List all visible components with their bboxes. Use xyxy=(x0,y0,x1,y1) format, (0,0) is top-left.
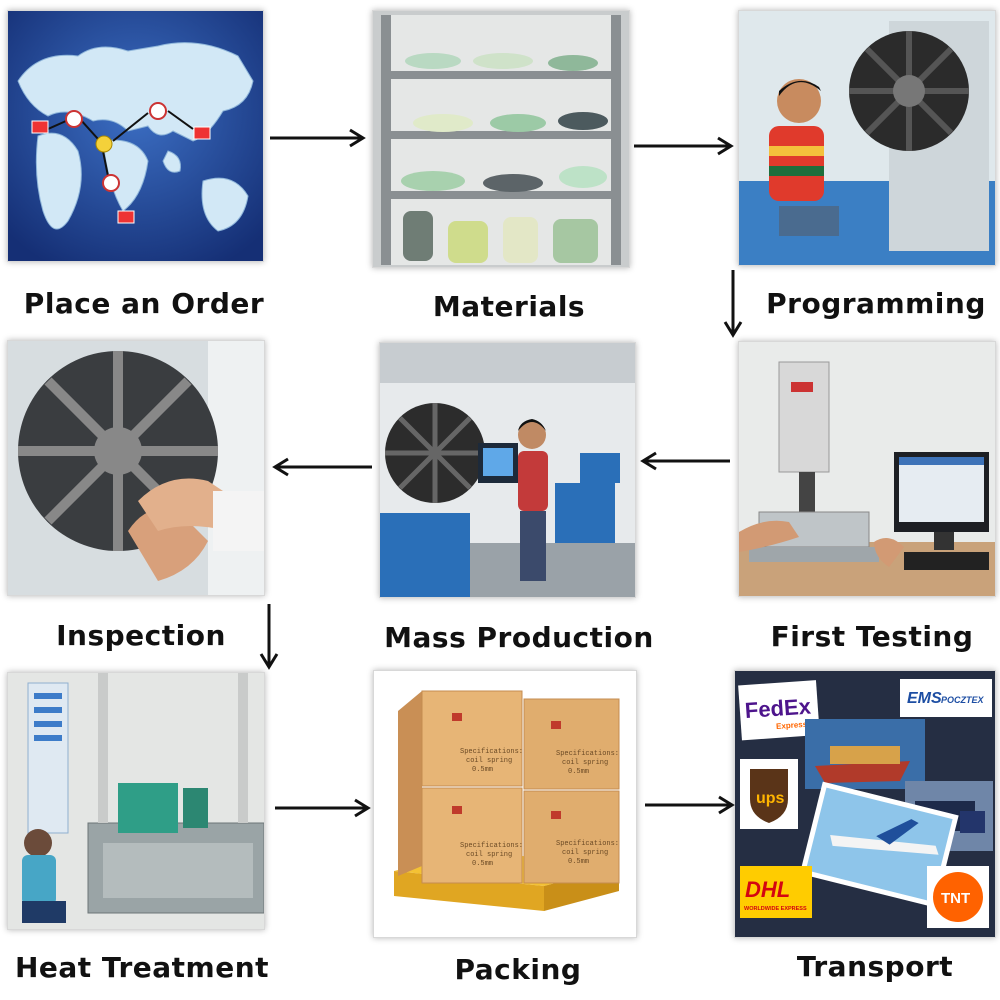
inspection-image xyxy=(8,341,264,595)
carton-spec-size: 0.5mm xyxy=(472,860,493,868)
step-label-programming: Programming xyxy=(766,287,986,320)
step-label-heat-treatment: Heat Treatment xyxy=(14,951,270,984)
carton-upper-left xyxy=(421,690,523,787)
arrow-first-testing-to-mass-production xyxy=(640,450,730,472)
carton-lower-right xyxy=(523,790,620,884)
step-label-packing: Packing xyxy=(454,953,582,986)
carton-spec-product: coil spring xyxy=(466,851,512,859)
first-testing-photo xyxy=(738,341,996,597)
ems-logo-text: EMS xyxy=(907,690,942,707)
carrier-collage-image: FedEx Express EMS POCZTEX ups DHL WORLDW… xyxy=(735,671,995,937)
transport-photo: FedEx Express EMS POCZTEX ups DHL WORLDW… xyxy=(734,670,996,938)
fedex-logo-text: FedEx xyxy=(744,693,812,723)
carton-spec-label: Specifications: xyxy=(460,748,523,756)
step-label-inspection: Inspection xyxy=(56,619,226,652)
carton-lower-left xyxy=(421,787,523,884)
programming-machine-image xyxy=(739,11,995,265)
material-shelf-image xyxy=(373,11,629,267)
arrow-inspection-to-heat-treatment xyxy=(258,604,280,670)
step-label-transport: Transport xyxy=(796,950,954,983)
step-label-mass-production: Mass Production xyxy=(384,621,654,654)
programming-photo xyxy=(738,10,996,266)
arrow-programming-to-first-testing xyxy=(722,270,744,338)
step-label-materials: Materials xyxy=(432,290,586,323)
arrow-heat-treatment-to-packing xyxy=(275,797,371,819)
place-order-photo xyxy=(7,10,264,262)
heat-treatment-oven-image xyxy=(8,673,264,929)
carton-spec-product: coil spring xyxy=(562,849,608,857)
carton-upper-right xyxy=(523,698,620,790)
arrow-order-to-materials xyxy=(270,127,366,149)
mass-production-photo xyxy=(379,342,636,598)
world-map-image xyxy=(8,11,263,261)
packing-photo: Specifications: coil spring 0.5mm Specif… xyxy=(373,670,637,938)
inspection-photo xyxy=(7,340,265,596)
ups-logo-text: ups xyxy=(756,790,785,807)
ems-sub-text: POCZTEX xyxy=(941,695,985,705)
carton-spec-size: 0.5mm xyxy=(568,768,589,776)
tnt-logo-text: TNT xyxy=(941,890,970,907)
carton-pallet-image: Specifications: coil spring 0.5mm Specif… xyxy=(374,671,636,937)
heat-treatment-photo xyxy=(7,672,265,930)
materials-photo xyxy=(372,10,630,268)
step-label-place-order: Place an Order xyxy=(23,287,265,320)
fedex-sub-text: Express xyxy=(776,720,808,731)
carton-spec-product: coil spring xyxy=(562,759,608,767)
carton-spec-size: 0.5mm xyxy=(472,766,493,774)
first-testing-image xyxy=(739,342,995,596)
dhl-logo-text: DHL xyxy=(745,877,790,902)
mass-production-image xyxy=(380,343,635,597)
carton-spec-size: 0.5mm xyxy=(568,858,589,866)
carton-spec-label: Specifications: xyxy=(556,840,619,848)
arrow-mass-production-to-inspection xyxy=(272,456,372,478)
carton-spec-label: Specifications: xyxy=(460,842,523,850)
step-label-first-testing: First Testing xyxy=(770,620,974,653)
carton-spec-label: Specifications: xyxy=(556,750,619,758)
arrow-packing-to-transport xyxy=(645,794,735,816)
arrow-materials-to-programming xyxy=(634,135,734,157)
carton-spec-product: coil spring xyxy=(466,757,512,765)
dhl-sub-text: WORLDWIDE EXPRESS xyxy=(744,906,807,912)
